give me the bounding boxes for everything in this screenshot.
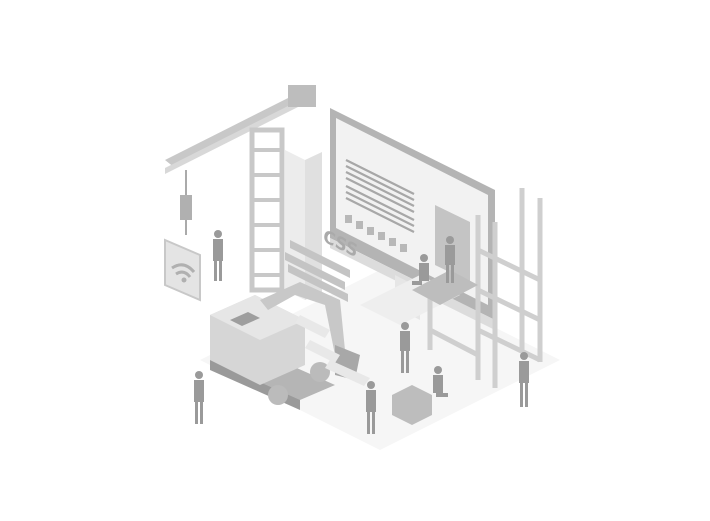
wifi-sign bbox=[164, 238, 201, 302]
worker bbox=[194, 371, 204, 424]
ground-letters bbox=[295, 315, 370, 386]
screen-buttons bbox=[345, 215, 407, 252]
excavator bbox=[210, 282, 360, 410]
crane bbox=[165, 85, 316, 293]
screen-image-block bbox=[435, 205, 470, 282]
worker bbox=[412, 254, 429, 285]
worker bbox=[519, 352, 529, 407]
screen-text-lines bbox=[345, 159, 415, 233]
crate bbox=[392, 385, 432, 425]
worker bbox=[213, 230, 223, 281]
worker bbox=[400, 322, 410, 373]
steel-beams bbox=[285, 240, 350, 302]
scaffolding bbox=[427, 188, 543, 388]
workers bbox=[194, 230, 529, 434]
worker bbox=[445, 236, 455, 283]
scaffold-platform bbox=[412, 270, 478, 305]
worker bbox=[433, 366, 448, 397]
wifi-icon bbox=[171, 263, 196, 278]
worker bbox=[366, 381, 376, 434]
